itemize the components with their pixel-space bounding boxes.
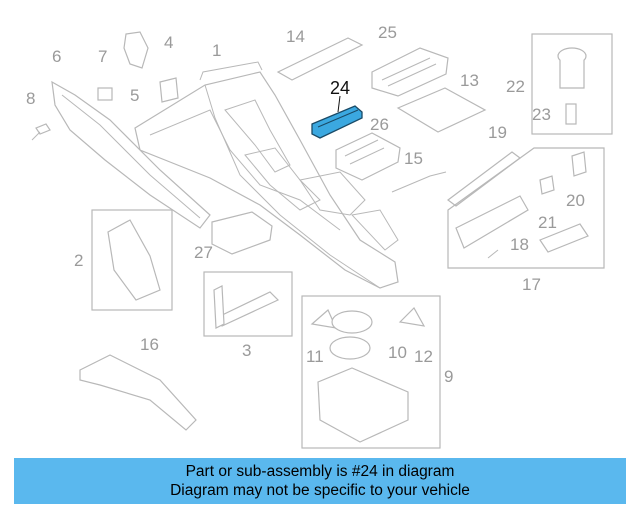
side-panel-part bbox=[51, 80, 211, 229]
part-number-label: 17 bbox=[522, 275, 541, 294]
switch-panel-part bbox=[335, 132, 401, 181]
part-number-label: 18 bbox=[510, 235, 529, 254]
part-number-label: 22 bbox=[506, 77, 525, 96]
assembly-box-17 bbox=[447, 147, 605, 269]
part-number-label: 10 bbox=[388, 343, 407, 362]
clip-part bbox=[159, 77, 179, 103]
part-number-label: 19 bbox=[488, 123, 507, 142]
bracket-part bbox=[123, 31, 149, 69]
part-number-label: 5 bbox=[130, 86, 139, 105]
part-number-label-highlighted: 24 bbox=[330, 78, 350, 98]
part-number-label: 11 bbox=[306, 347, 324, 366]
trim-part bbox=[447, 151, 521, 207]
part-number-label: 4 bbox=[164, 33, 173, 52]
control-panel-part bbox=[371, 47, 449, 97]
part-number-label: 20 bbox=[566, 191, 585, 210]
cover-part bbox=[276, 37, 364, 81]
center-console-part bbox=[134, 61, 399, 289]
part-number-label: 6 bbox=[52, 47, 61, 66]
part-number-label: 1 bbox=[212, 41, 221, 60]
parts-diagram: 1 2 3 4 5 6 7 8 9 10 11 12 13 14 15 16 1… bbox=[26, 23, 613, 449]
screw-part bbox=[31, 123, 51, 141]
part-number-label: 13 bbox=[460, 71, 479, 90]
part-number-label: 2 bbox=[74, 251, 83, 270]
part-number-label: 3 bbox=[242, 341, 251, 360]
cupholder-box bbox=[531, 33, 613, 135]
part-number-label: 23 bbox=[532, 105, 551, 124]
clip-part bbox=[97, 87, 113, 101]
part-number-label: 8 bbox=[26, 89, 35, 108]
part-number-labels: 1 2 3 4 5 6 7 8 9 10 11 12 13 14 15 16 1… bbox=[26, 23, 585, 386]
part-number-label: 7 bbox=[98, 47, 107, 66]
part-number-label: 26 bbox=[370, 115, 389, 134]
part-number-label: 14 bbox=[286, 27, 305, 46]
switch-part-27 bbox=[211, 211, 273, 255]
banner-line-1: Part or sub-assembly is #24 in diagram bbox=[185, 463, 455, 480]
assembly-box-9 bbox=[301, 295, 441, 449]
bracket-box-3 bbox=[203, 271, 293, 337]
part-number-label: 27 bbox=[194, 243, 213, 262]
highlighted-part-24 bbox=[311, 95, 363, 139]
part-number-label: 25 bbox=[378, 23, 397, 42]
part-number-label: 12 bbox=[414, 347, 433, 366]
info-banner: Part or sub-assembly is #24 in diagram D… bbox=[14, 458, 626, 504]
part-number-label: 16 bbox=[140, 335, 159, 354]
part-number-label: 21 bbox=[538, 213, 557, 232]
part-number-label: 15 bbox=[404, 149, 423, 168]
tray-part bbox=[396, 87, 487, 133]
bracket-box-2 bbox=[91, 209, 173, 311]
air-duct-part bbox=[79, 354, 197, 431]
trim-strip-part bbox=[391, 171, 447, 193]
banner-line-2: Diagram may not be specific to your vehi… bbox=[170, 482, 470, 499]
part-number-label: 9 bbox=[444, 367, 453, 386]
